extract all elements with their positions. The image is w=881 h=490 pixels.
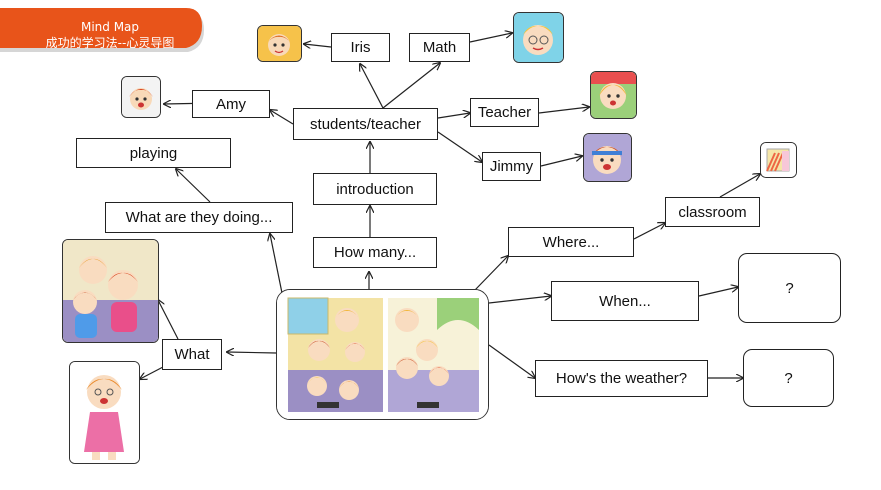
node-weather[interactable]: How's the weather? (535, 360, 708, 397)
node-students-teacher[interactable]: students/teacher (293, 108, 438, 140)
child-portrait-image (69, 361, 140, 464)
amy-avatar (121, 76, 161, 118)
node-amy[interactable]: Amy (192, 90, 270, 118)
node-when[interactable]: When... (551, 281, 699, 321)
classroom-scene-illustration (277, 290, 488, 419)
node-teacher[interactable]: Teacher (470, 98, 539, 127)
children-playing-illustration (63, 240, 158, 342)
boy-face-icon (584, 134, 631, 181)
classroom-scene-image (276, 289, 489, 420)
banner-shape (0, 8, 204, 52)
node-weather-answer[interactable]: ? (743, 349, 834, 407)
node-how-many[interactable]: How many... (313, 237, 437, 268)
girl-face-icon (258, 26, 301, 61)
node-introduction[interactable]: introduction (313, 173, 437, 205)
girl-illustration (70, 362, 139, 463)
node-playing[interactable]: playing (76, 138, 231, 168)
node-iris[interactable]: Iris (331, 33, 390, 62)
title-banner: Mind Map 成功的学习法--心灵导图 (0, 8, 206, 56)
classroom-icon (761, 143, 796, 177)
boy-face-icon (514, 13, 563, 62)
iris-avatar (257, 25, 302, 62)
math-avatar (513, 12, 564, 63)
children-playing-image (62, 239, 159, 343)
node-where[interactable]: Where... (508, 227, 634, 257)
girl-face-icon (122, 77, 160, 117)
node-what-are-they-doing[interactable]: What are they doing... (105, 202, 293, 233)
node-when-answer[interactable]: ? (738, 253, 841, 323)
classroom-image (760, 142, 797, 178)
node-classroom[interactable]: classroom (665, 197, 760, 227)
node-math[interactable]: Math (409, 33, 470, 62)
woman-face-icon (591, 72, 636, 118)
map-subtitle: 成功的学习法--心灵导图 (45, 36, 175, 50)
teacher-avatar (590, 71, 637, 119)
node-what[interactable]: What (162, 339, 222, 370)
map-title: Mind Map (80, 20, 140, 34)
node-jimmy[interactable]: Jimmy (482, 152, 541, 181)
jimmy-avatar (583, 133, 632, 182)
